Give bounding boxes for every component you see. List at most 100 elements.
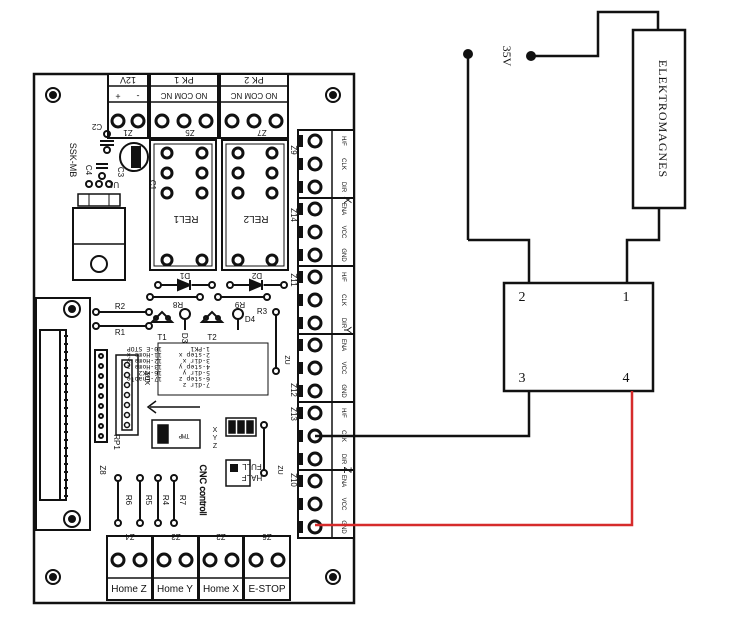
label-c1: C1 <box>148 180 157 191</box>
label-aux: AUX <box>143 371 150 386</box>
pin-item: 13-Home z <box>127 363 162 371</box>
label-12v: 12V <box>120 75 136 85</box>
supply-voltage-label: 35V <box>500 46 514 67</box>
electromagnet-label: ELEKTROMAGNES <box>656 60 670 178</box>
label-full: FULL <box>242 462 262 471</box>
resistor-pack-rp1 <box>94 349 108 443</box>
pin-label: GND <box>340 248 346 262</box>
label-zu-2: ZU <box>276 465 283 474</box>
led-d4 <box>232 308 244 330</box>
pin-label: DIR <box>340 318 346 329</box>
pin-item: 16-PK2 <box>138 369 162 377</box>
label-z13: Z13 <box>289 407 298 421</box>
regulator-u1 <box>72 180 126 281</box>
label-home-x: Home X <box>203 584 239 595</box>
label-pk2: PK 2 <box>244 75 264 85</box>
wire-pin4-to-board-gnd <box>315 391 634 527</box>
resistors-bottom <box>114 474 178 527</box>
label-brand: CNC controll <box>198 464 208 515</box>
relay-rel2 <box>221 139 289 271</box>
label-u1: U1 <box>108 180 119 189</box>
label-axis-x-small: X <box>213 427 218 434</box>
label-z12: Z12 <box>289 383 298 397</box>
axis-pin-labels: H/F CLK DIR ENA VCC GND H/F CLK DIR ENA … <box>340 136 346 534</box>
label-half: HALF <box>242 473 263 482</box>
axis-terminal-tabs <box>298 135 303 533</box>
label-jumper: TMP <box>178 432 189 439</box>
label-t1: T1 <box>157 333 167 342</box>
label-z6: Z6 <box>262 532 272 541</box>
diode-d2 <box>226 278 288 292</box>
pin-label: VCC <box>340 498 346 511</box>
label-axis-x: X <box>341 196 353 204</box>
full-half-selector <box>225 459 251 487</box>
label-minus: - <box>137 91 140 101</box>
supply-terminal-left <box>463 49 473 240</box>
pin-label: DIR <box>340 182 346 193</box>
pin-label: H/F <box>340 408 346 418</box>
label-z10: Z10 <box>289 473 298 487</box>
label-r4: R4 <box>161 495 170 506</box>
label-pins-pk1: NO COM NC <box>160 91 207 100</box>
label-zu-1: ZU <box>283 355 290 364</box>
resistor-r-small <box>260 421 268 477</box>
pin-item: 3-dir x <box>183 357 210 365</box>
pin-item: 10-E STOP <box>127 345 162 353</box>
pin-item: 5-dir y <box>183 369 210 377</box>
wire-pin3-to-board <box>315 391 531 438</box>
label-axis-z-small: Z <box>213 443 218 450</box>
label-r9: R9 <box>234 300 245 309</box>
label-d1: D1 <box>179 271 190 280</box>
pin-label: GND <box>340 520 346 534</box>
mounting-holes <box>45 87 341 585</box>
label-d2: D2 <box>251 271 262 280</box>
label-r6: R6 <box>124 495 133 506</box>
pin-label: VCC <box>340 226 346 239</box>
label-board-name: SSK-MB <box>68 143 78 178</box>
label-z9: Z9 <box>289 145 298 155</box>
relay-module <box>502 281 655 393</box>
label-r7: R7 <box>178 495 187 506</box>
pin-item: 7-dir z <box>183 381 210 389</box>
relay-pin-1: 1 <box>623 290 630 305</box>
label-axis-y: Y <box>341 326 353 334</box>
label-c3: C3 <box>116 167 125 178</box>
capacitor-c4 <box>96 163 108 180</box>
pin-item: 1-PK1 <box>190 345 210 353</box>
top-terminal-block <box>107 73 289 139</box>
label-c4: C4 <box>84 165 93 176</box>
pin-item: 6-step z <box>179 375 210 383</box>
pin-label: H/F <box>340 272 346 282</box>
dip-switch <box>225 417 257 437</box>
label-z14: Z14 <box>289 208 298 222</box>
pin-label: ENA <box>340 475 346 487</box>
label-z8: Z8 <box>98 465 107 475</box>
label-estop: E-STOP <box>248 584 285 595</box>
resistors-r8-r9 <box>92 293 271 330</box>
label-home-y: Home Y <box>157 584 193 595</box>
label-z5: Z5 <box>185 128 195 137</box>
pin-label: CLK <box>340 158 346 170</box>
pin-label: H/F <box>340 136 346 146</box>
label-pk1: PK 1 <box>174 75 194 85</box>
wire-supply-to-pin2 <box>468 238 531 283</box>
label-rp1: RP1 <box>112 434 121 450</box>
wire-magnet-to-pin1 <box>625 208 661 283</box>
label-home-z: Home Z <box>111 584 147 595</box>
label-z1: Z1 <box>123 128 133 137</box>
pin-label: DIR <box>340 454 346 465</box>
capacitor-c1 <box>119 142 149 172</box>
aux-header <box>115 354 139 436</box>
pin-item: 4-step y <box>179 363 210 371</box>
pin-label: ENA <box>340 203 346 215</box>
label-axis-z: Z <box>341 467 353 474</box>
label-d3: D3 <box>180 333 189 344</box>
label-r5: R5 <box>144 495 153 506</box>
relay-pin-3: 3 <box>519 371 526 386</box>
transistor-t1 <box>149 310 175 323</box>
label-axis-y-small: Y <box>213 435 218 442</box>
label-z2: Z2 <box>216 532 226 541</box>
pin-item: 12-Home y <box>127 357 162 365</box>
pin-item: 11-Home x <box>127 351 162 359</box>
diode-d1 <box>154 278 216 292</box>
